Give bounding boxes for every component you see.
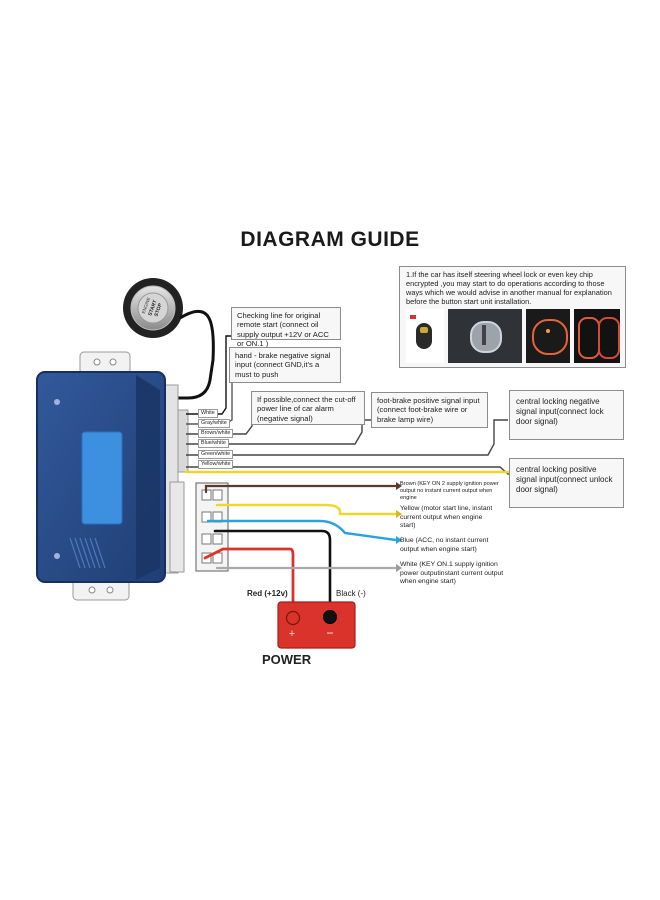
battery-positive-terminal <box>285 610 301 626</box>
info-note-photos <box>406 309 620 363</box>
info-note-text: 1.If the car has itself steering wheel l… <box>406 270 612 306</box>
module-screen <box>81 431 123 525</box>
label-wire-yellow: Yellow (motor start line, instant curren… <box>400 505 493 530</box>
key-chip-photo <box>406 309 444 363</box>
callout-locking-positive: central locking positive signal input(co… <box>509 458 624 508</box>
label-power: POWER <box>262 652 312 667</box>
wire-black <box>213 529 332 616</box>
control-module <box>36 351 189 601</box>
connector-label-white: White <box>198 409 218 418</box>
wire-white <box>186 335 232 415</box>
output-connector <box>195 482 229 572</box>
callout-foot-brake: foot-brake positive signal input (connec… <box>371 392 488 428</box>
wire-arrowheads <box>396 482 402 572</box>
connector-label-brown-white: Brown/white <box>198 429 234 438</box>
info-note-box: 1.If the car has itself steering wheel l… <box>399 266 626 368</box>
wire-red <box>203 547 295 618</box>
connector-label-gray-white: Gray/white <box>198 419 230 428</box>
page-title: DIAGRAM GUIDE <box>240 228 420 251</box>
ignition-lock-photo <box>448 309 522 363</box>
button-cap <box>137 292 169 324</box>
label-wire-blue: Blue (ACC, no instant current output whe… <box>400 537 489 553</box>
battery-negative-terminal <box>323 610 337 624</box>
wire-blue <box>206 519 398 542</box>
wire-yellow <box>215 503 398 516</box>
callout-checking-line: Checking line for original remote start … <box>231 307 341 348</box>
button-text-line-2: START <box>147 299 158 316</box>
callout-hand-brake: hand - brake negative signal input (conn… <box>229 347 341 383</box>
button-cable <box>176 310 215 400</box>
connector-label-green-white: Green/white <box>198 450 234 459</box>
dashboard-photo-2 <box>574 309 620 363</box>
battery-body <box>277 601 356 649</box>
wire-green-white <box>186 419 508 456</box>
wire-brown <box>204 484 398 494</box>
battery-plus-sign: + <box>289 628 295 640</box>
connector-label-blue-white: Blue/white <box>198 439 229 448</box>
connector-label-yellow-white: Yellow/white <box>198 460 234 469</box>
dashboard-photo-1 <box>526 309 570 363</box>
label-wire-white: White (KEY ON.1 supply ignition power ou… <box>400 561 504 586</box>
button-text-line-1: ENGINE <box>141 297 151 315</box>
label-battery-red: Red (+12v) <box>247 589 288 598</box>
battery: + − <box>277 601 356 649</box>
start-stop-button: ENGINE START STOP <box>123 278 183 338</box>
battery-minus-sign: − <box>326 626 333 640</box>
label-battery-black: Black (-) <box>336 589 366 598</box>
output-wires <box>184 470 522 618</box>
callout-locking-negative: central locking negative signal input(co… <box>509 390 624 440</box>
label-wire-brown: Brown (KEY ON 2 supply ignition power ou… <box>400 481 499 501</box>
callout-cut-off: If possible,connect the cut-off power li… <box>251 391 365 425</box>
button-text-line-3: STOP <box>154 302 164 317</box>
wire-blue-white <box>186 419 372 445</box>
